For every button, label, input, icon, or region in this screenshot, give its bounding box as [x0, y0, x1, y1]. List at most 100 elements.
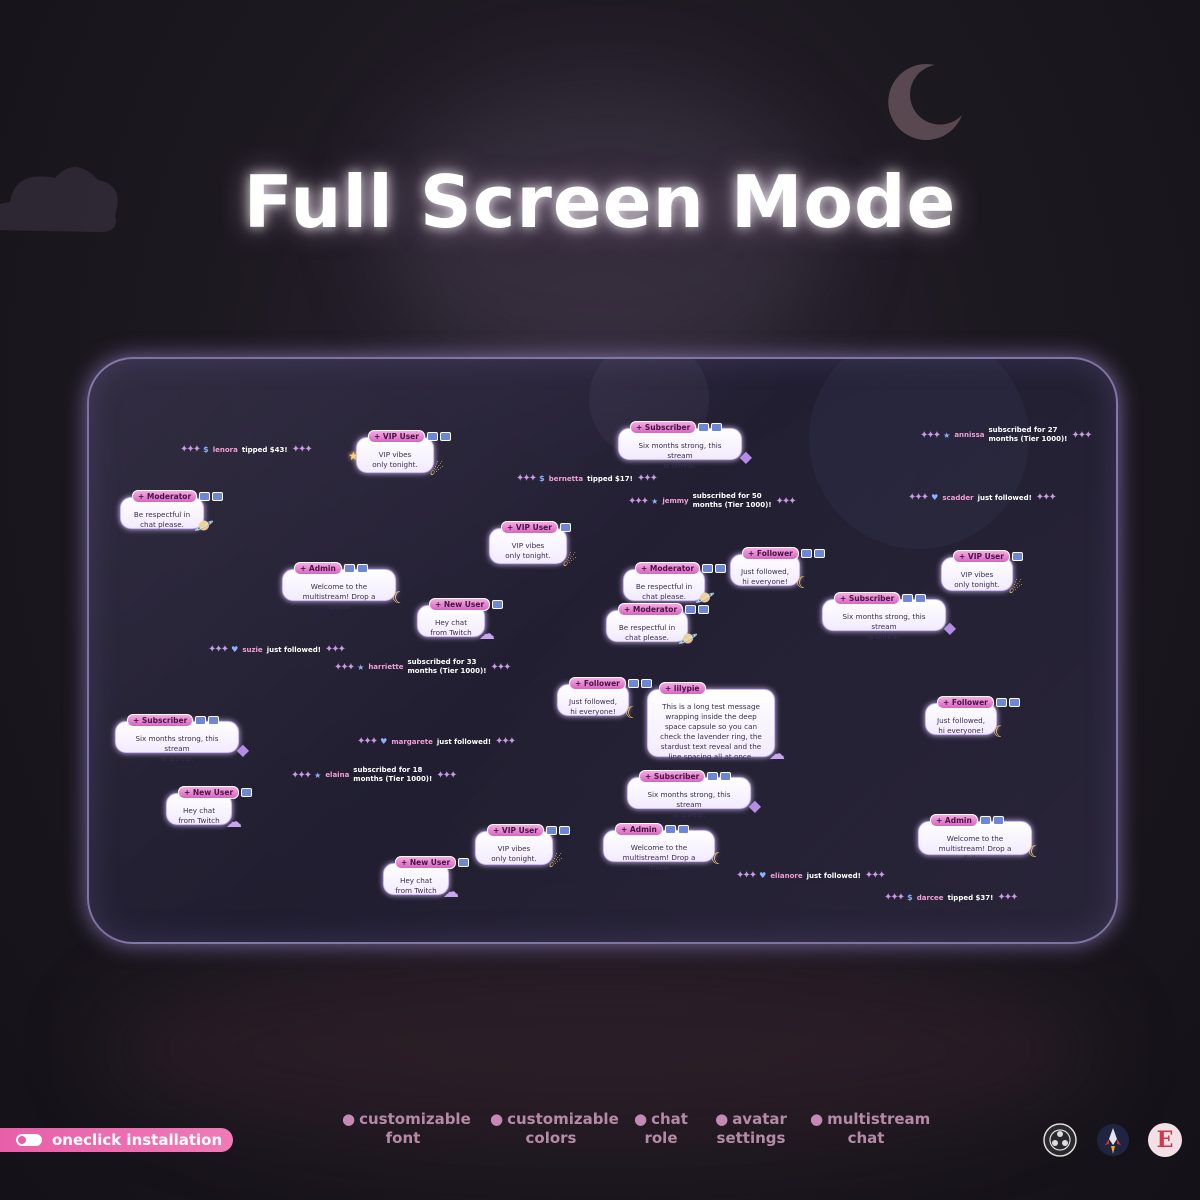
gem-icon: ◆: [236, 740, 249, 759]
message-text: Six months strong, this stream is unreal…: [135, 734, 219, 763]
role-tag: + Moderator: [618, 603, 710, 616]
badge-icon: [356, 564, 368, 573]
badge-icon: [915, 594, 927, 603]
bullet-icon: ●: [810, 1110, 824, 1128]
event-username: lenora: [212, 445, 238, 454]
role-tag: + Subscriber: [834, 592, 927, 605]
sparkle-icon: ✦✦✦: [775, 495, 797, 507]
event-username: darcee: [916, 893, 944, 902]
role-label: + Moderator: [635, 562, 701, 575]
event-username: scadder: [942, 493, 974, 502]
role-tag: + New User: [429, 598, 504, 611]
event-icon: ★: [314, 770, 322, 780]
event-text: subscribed for 18 months (Tier 1000)!: [353, 766, 433, 783]
sparkle-icon: ✦✦✦: [180, 444, 201, 455]
comet-icon: ☄: [429, 460, 444, 479]
badge-icon: [545, 826, 557, 835]
chat-bubble: Six months strong, this stream is unreal…: [627, 770, 761, 819]
role-label: + Subscriber: [127, 714, 194, 727]
role-label: + Follower: [742, 547, 799, 560]
event-text: just followed!: [977, 493, 1032, 502]
message-text: Just followed, hi everyone!: [937, 716, 985, 735]
chat-bubble: Be respectful in chat please. + Moderato…: [606, 603, 710, 648]
message-text: Hey chat from Twitch: [430, 618, 472, 637]
role-tag: + lilypie: [659, 682, 706, 695]
role-tag: + Follower: [937, 696, 1020, 709]
badge-icon: [627, 679, 639, 688]
event-icon: ♥: [231, 645, 239, 654]
role-tag: + Admin: [615, 823, 689, 836]
badge-icon: [426, 432, 438, 441]
role-label: + Moderator: [132, 490, 198, 503]
event-text: subscribed for 33 months (Tier 1000)!: [407, 658, 487, 675]
chat-bubble: This is a long test message wrapping ins…: [647, 682, 785, 763]
sparkle-icon: ✦✦✦: [908, 492, 929, 503]
badge-icon: [492, 600, 504, 609]
message-text: Welcome to the multistream! Drop a follo…: [938, 834, 1012, 863]
role-label: + VIP User: [487, 824, 544, 837]
role-tag: + Admin: [294, 562, 368, 575]
message-text: Be respectful in chat please.: [635, 582, 693, 601]
bubble-body: VIP vibes only tonight.: [489, 528, 567, 564]
obs-logo-icon: [1043, 1123, 1077, 1157]
gem-icon: ◆: [748, 796, 761, 815]
message-text: VIP vibes only tonight.: [491, 844, 537, 863]
bullet-icon: ●: [715, 1110, 729, 1128]
chat-bubble: Be respectful in chat please. + Moderato…: [623, 562, 727, 607]
chat-bubble: Six months strong, this stream is unreal…: [822, 592, 956, 641]
comet-icon: ☄: [548, 852, 563, 871]
moon-cloud-icon: ☾: [710, 849, 725, 868]
badge-icon: [199, 492, 211, 501]
chat-bubble: VIP vibes only tonight. + VIP User ☄: [489, 521, 577, 570]
message-text: This is a long test message wrapping ins…: [660, 702, 762, 761]
role-label: + Subscriber: [834, 592, 901, 605]
role-label: + Subscriber: [630, 421, 697, 434]
badge-icon: [902, 594, 914, 603]
role-tag: + New User: [178, 786, 253, 799]
message-text: VIP vibes only tonight.: [505, 541, 551, 560]
toggle-icon: [16, 1134, 42, 1146]
message-text: Be respectful in chat please.: [133, 510, 191, 529]
etsy-letter: E: [1156, 1127, 1174, 1153]
gem-icon: ◆: [943, 618, 956, 637]
chat-bubble: VIP vibes only tonight. + VIP User ★ ☄: [348, 430, 451, 479]
feature-line2: colors: [525, 1129, 577, 1147]
role-tag: + Subscriber: [127, 714, 220, 727]
cloud-icon: [0, 167, 118, 232]
sparkle-icon: ✦✦✦: [334, 661, 355, 673]
badge-icon: [458, 858, 470, 867]
message-text: Be respectful in chat please.: [618, 623, 676, 642]
chat-bubble: Hey chat from Twitch + New User ☁: [166, 786, 253, 831]
sparkle-icon: ✦✦✦: [920, 429, 941, 441]
role-label: + Admin: [615, 823, 663, 836]
badge-icon: [715, 564, 727, 573]
etsy-logo-icon: E: [1148, 1123, 1182, 1157]
sparkle-icon: ✦✦✦: [208, 644, 229, 655]
message-text: Six months strong, this stream is unreal…: [647, 790, 731, 819]
event-username: margarete: [391, 737, 433, 746]
event-icon: ♥: [759, 871, 767, 880]
cloud-icon: ☁: [443, 882, 459, 901]
chat-bubble: Be respectful in chat please. + Moderato…: [120, 490, 224, 535]
role-label: + New User: [429, 598, 491, 611]
sparkle-icon: ✦✦✦: [864, 870, 886, 881]
role-label: + New User: [178, 786, 240, 799]
oneclick-installation-badge: oneclick installation: [0, 1128, 233, 1152]
role-tag: + Subscriber: [630, 421, 723, 434]
role-tag: + Follower: [742, 547, 825, 560]
badge-icon: [664, 825, 676, 834]
chat-bubble: VIP vibes only tonight. + VIP User ☄: [475, 824, 570, 871]
planet-icon: 🪐: [678, 629, 698, 648]
sparkle-icon: ✦✦✦: [997, 892, 1018, 903]
message-text: Hey chat from Twitch: [395, 876, 437, 895]
role-tag: + Moderator: [635, 562, 727, 575]
sparkle-icon: ✦✦✦: [516, 473, 537, 484]
